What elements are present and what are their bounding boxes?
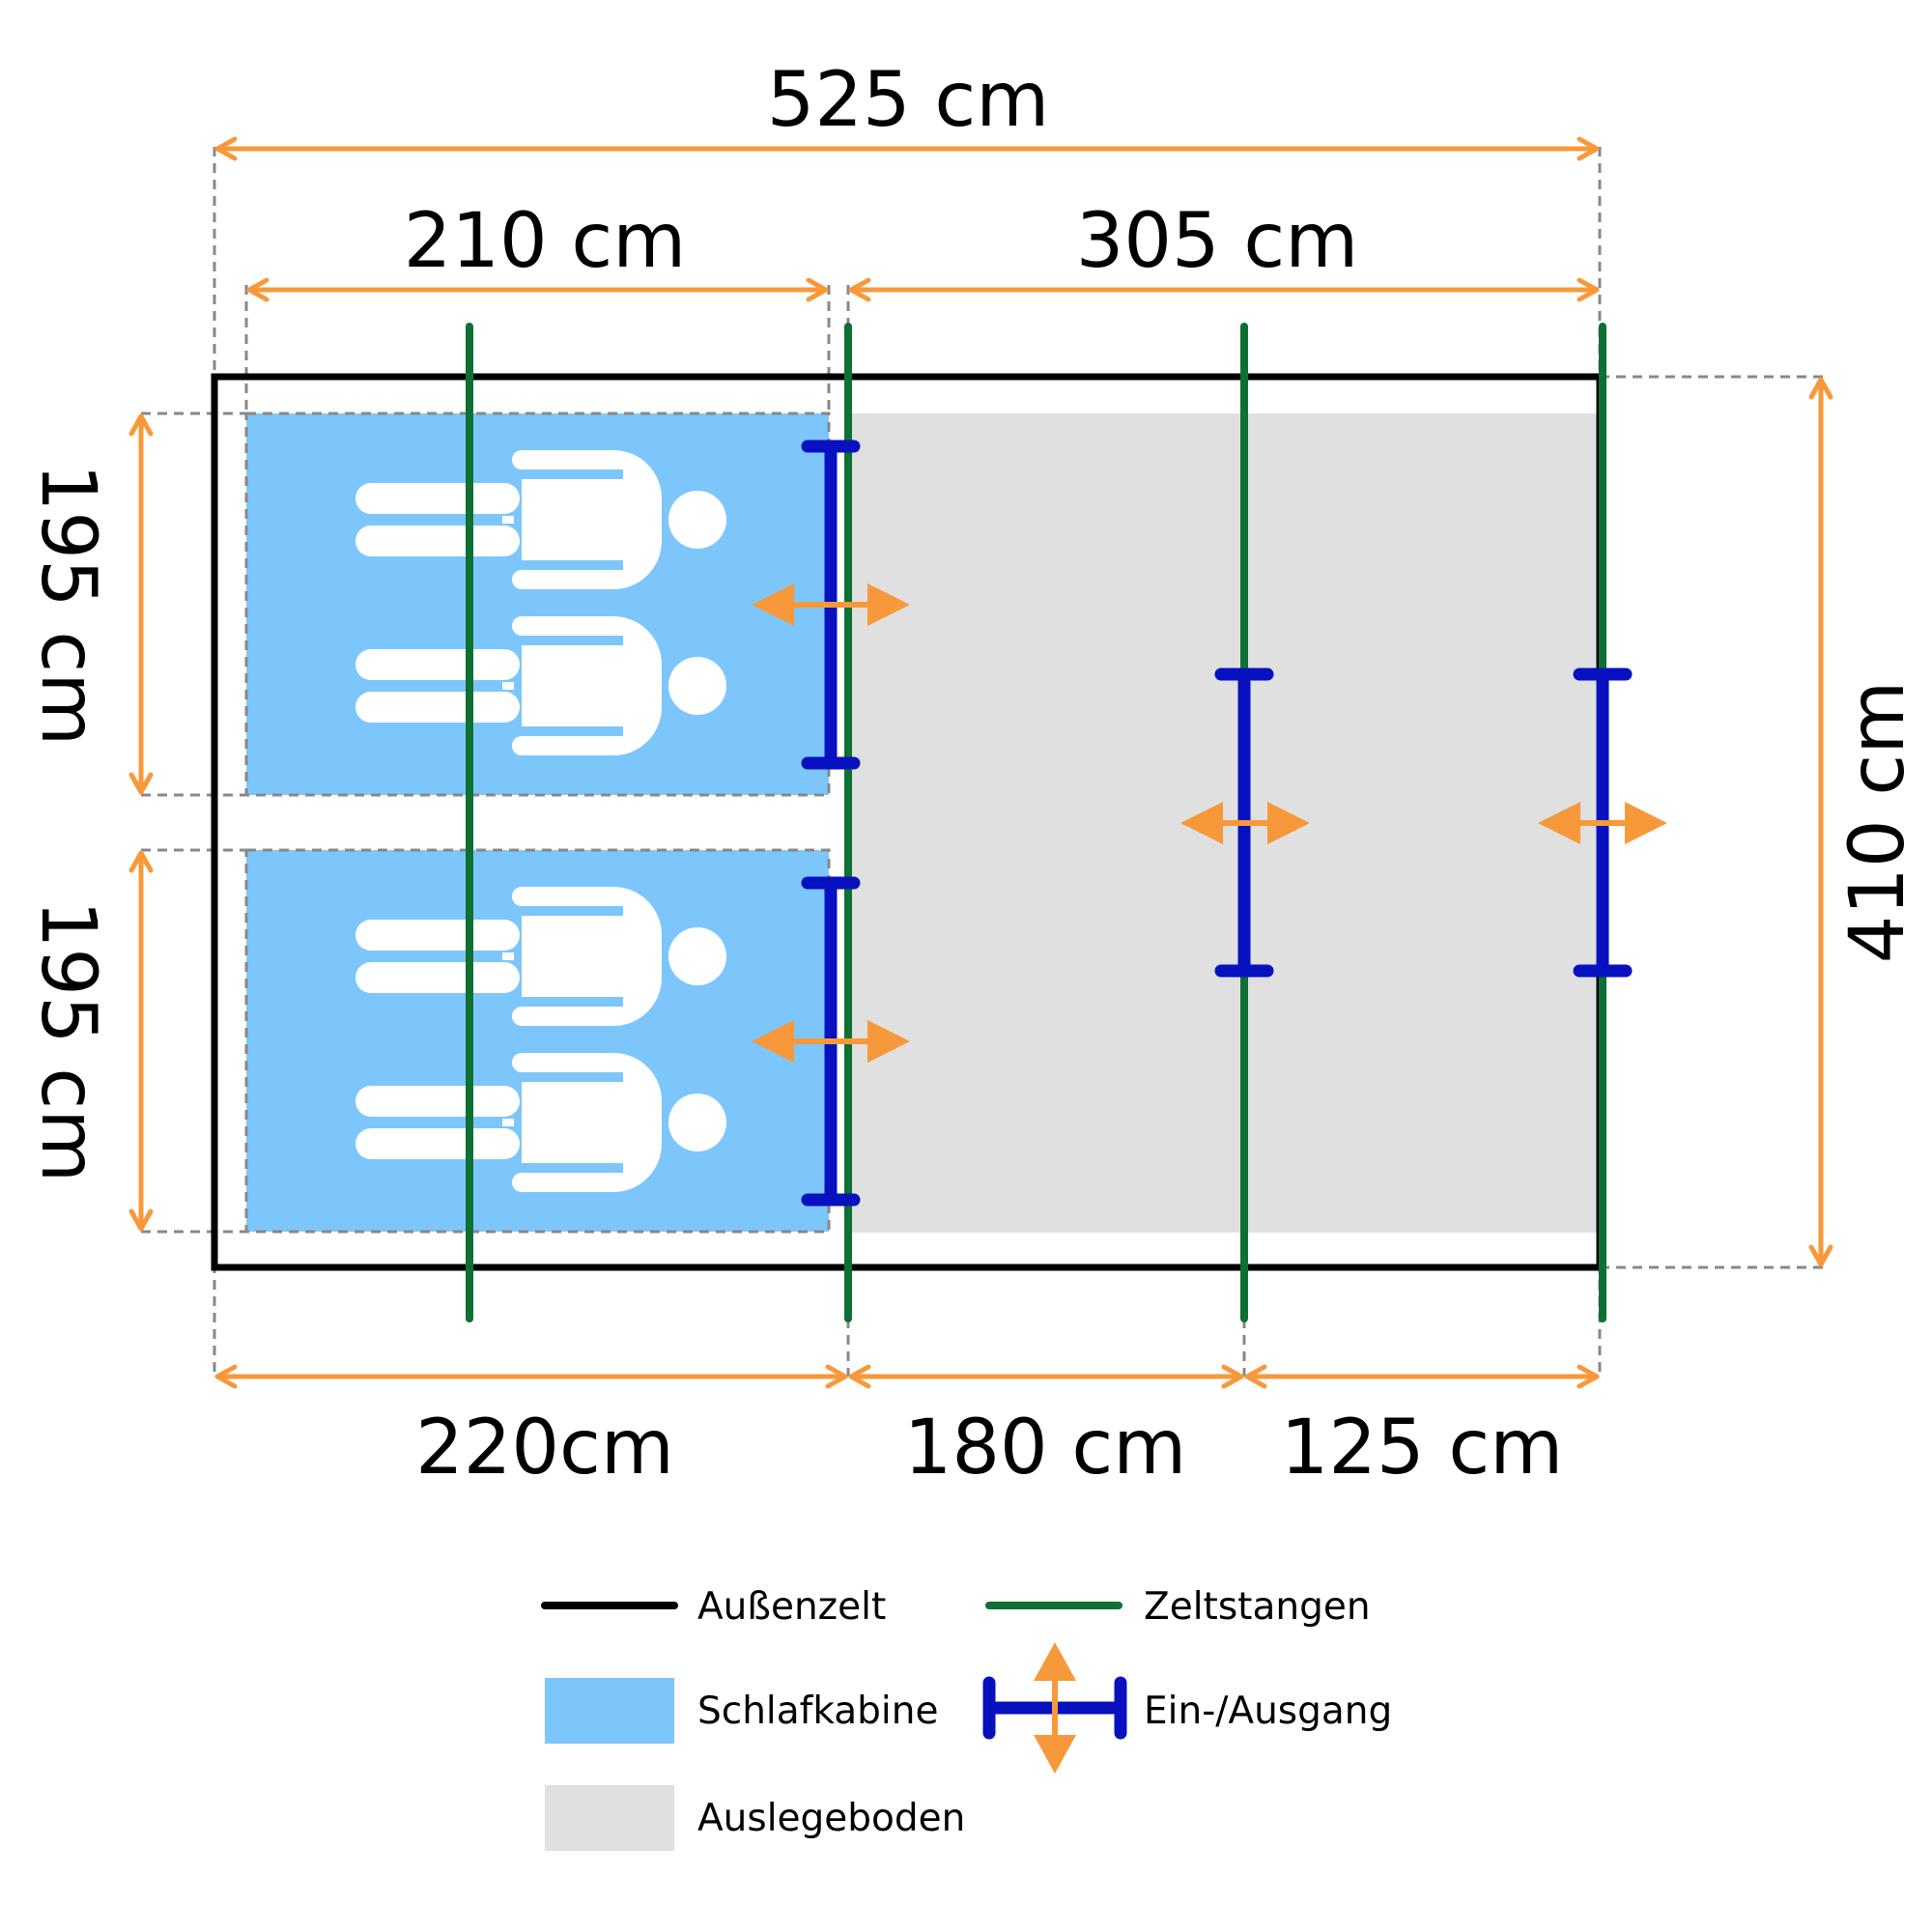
label-section-3: 125 cm [1281,1405,1564,1492]
label-cabin-top-depth: 195 cm [24,464,111,747]
double-arrow-icon [1034,1642,1076,1774]
double-arrow-icon [752,1020,910,1063]
dimension-arrow-section-1 [214,1364,848,1389]
dimension-arrows [128,136,1833,1389]
legend-label-sleeping-cabin: Schlafkabine [697,1690,938,1733]
double-arrow-icon [1538,802,1667,844]
label-living-width: 305 cm [1076,198,1359,285]
label-cabin-bottom-depth: 195 cm [24,900,111,1183]
legend-label-outer-tent: Außenzelt [697,1585,886,1629]
label-cabin-width: 210 cm [404,198,687,285]
label-total-depth: 410 cm [1834,681,1921,964]
double-arrow-icon [1180,802,1310,844]
legend-label-entrance: Ein-/Ausgang [1144,1690,1392,1733]
dimension-arrow-cabin-width [246,277,829,302]
dimension-arrow-section-2 [848,1364,1244,1389]
label-section-2: 180 cm [904,1405,1187,1492]
dimension-arrow-section-3 [1244,1364,1600,1389]
legend-swatch-floor [545,1785,674,1851]
dimension-arrow-living-width [848,277,1600,302]
dimension-arrow-cabin-bottom-depth [128,850,154,1232]
legend-label-poles: Zeltstangen [1144,1585,1371,1629]
sleeping-cabin-bottom [246,850,829,1232]
double-arrow-icon [752,583,910,626]
label-section-1: 220cm [415,1405,674,1492]
dimension-arrow-cabin-top-depth [128,413,154,795]
dimension-arrow-total-width [214,136,1600,161]
sleeping-cabin-top [246,413,829,795]
legend: Außenzelt Zeltstangen Schlafkabine Ein-/… [541,1585,1392,1851]
legend-label-floor: Auslegeboden [697,1797,965,1840]
legend-swatch-sleeping-cabin [545,1678,674,1744]
label-total-width: 525 cm [767,57,1050,144]
dimension-arrow-total-depth [1808,377,1833,1267]
entrance-arrows [752,583,1667,1063]
